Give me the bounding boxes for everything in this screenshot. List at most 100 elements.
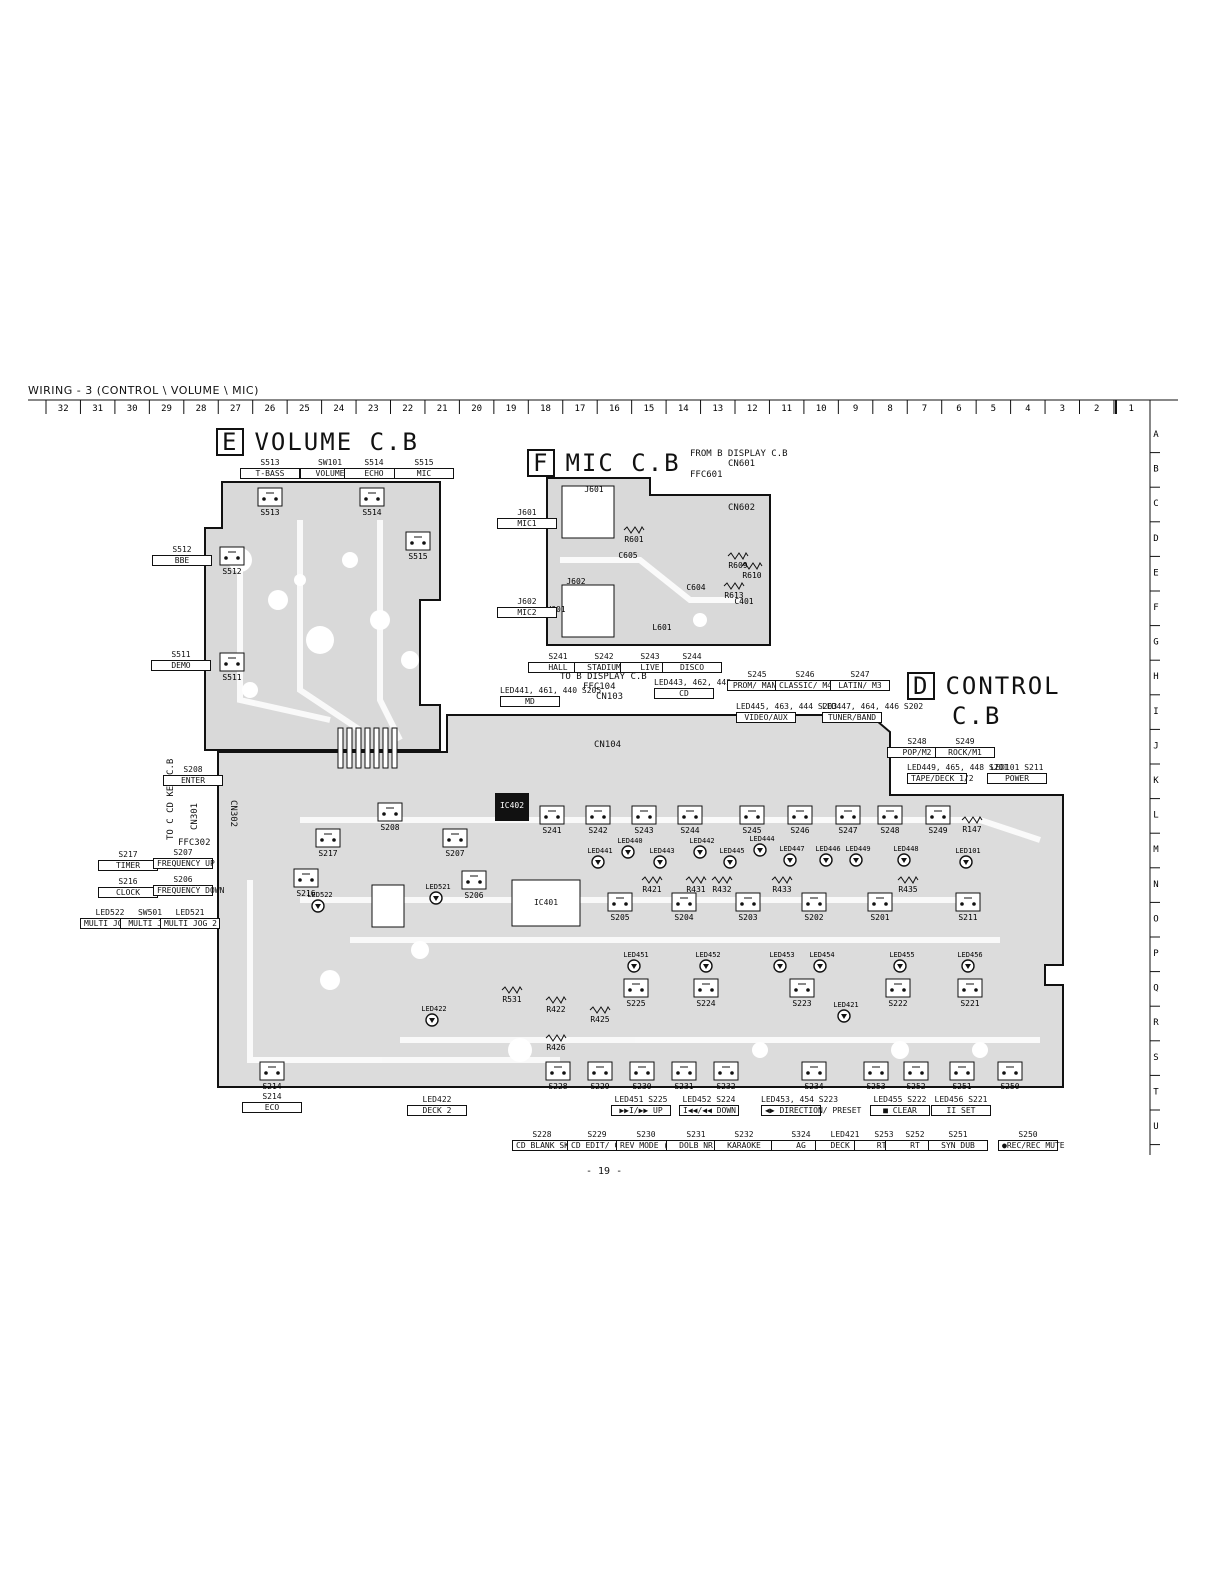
switch-ref-text: S251 xyxy=(948,1130,968,1139)
switch-ref-text: S253 xyxy=(874,1130,894,1139)
switch-ref: S217 xyxy=(318,849,337,858)
switch-ref-text: S214 xyxy=(262,1092,282,1101)
led-ref: LED446 xyxy=(815,845,840,853)
resistor-ref: R613 xyxy=(724,591,743,600)
switch-ref-text: LED521 xyxy=(175,908,205,917)
switch-ref: S234 xyxy=(804,1082,823,1091)
led-ref: LED454 xyxy=(809,951,834,959)
switch-s243 xyxy=(631,805,657,825)
switch-ref-text: J602 xyxy=(517,597,537,606)
cn302-label: CN302 xyxy=(228,800,238,828)
switch-ref: S203 xyxy=(738,913,757,922)
resistor-ref: R435 xyxy=(898,885,917,894)
grid-column-label: 3 xyxy=(1060,404,1065,414)
grid-row-label: S xyxy=(1153,1053,1158,1063)
switch-ref: S243 xyxy=(634,826,653,835)
switch-ref-text: LED422 xyxy=(422,1095,452,1104)
led-led443 xyxy=(653,855,667,869)
switch-s514 xyxy=(359,487,385,507)
switch-s216 xyxy=(293,868,319,888)
grid-column-label: 1 xyxy=(1128,404,1133,414)
switch-s511 xyxy=(219,652,245,672)
switch-function-text: DEMO xyxy=(151,660,211,671)
switch-ref: S513 xyxy=(260,508,279,517)
grid-column-label: 7 xyxy=(922,404,927,414)
switch-s225 xyxy=(623,978,649,998)
switch-s245 xyxy=(739,805,765,825)
led-ref: LED441 xyxy=(587,847,612,855)
switch-ref: S202 xyxy=(804,913,823,922)
grid-row-label: N xyxy=(1153,880,1158,890)
control-board-name-1: CONTROL xyxy=(945,672,1061,700)
mic-board-letter: F xyxy=(527,449,556,477)
grid-row-label: F xyxy=(1153,603,1158,613)
led-led447 xyxy=(783,853,797,867)
switch-ref-text: LED456 S221 xyxy=(934,1095,988,1104)
switch-s253 xyxy=(863,1061,889,1081)
switch-ref-text: LED522 xyxy=(95,908,125,917)
switch-ref-text: S248 xyxy=(907,737,927,746)
switch-function-text: ECO xyxy=(242,1102,302,1113)
switch-function-text: ■ CLEAR xyxy=(870,1105,930,1116)
switch-ref: S221 xyxy=(960,999,979,1008)
led-led101 xyxy=(959,855,973,869)
resistor-r421 xyxy=(641,876,663,884)
led-led522 xyxy=(311,899,325,913)
resistor-r613 xyxy=(723,582,745,590)
grid-column-label: 13 xyxy=(712,404,723,414)
led-led444 xyxy=(753,843,767,857)
led-led421 xyxy=(837,1009,851,1023)
switch-ref: S204 xyxy=(674,913,693,922)
switch-s211 xyxy=(955,892,981,912)
grid-column-label: 12 xyxy=(747,404,758,414)
resistor-ref: R531 xyxy=(502,995,521,1004)
switch-ref-text: S232 xyxy=(734,1130,754,1139)
volume-board-name: VOLUME C.B xyxy=(254,428,419,456)
switch-ref: S241 xyxy=(542,826,561,835)
switch-ref-text: S206 xyxy=(173,875,193,884)
cn602-label: CN602 xyxy=(728,503,756,513)
switch-ref-text: SW501 xyxy=(137,908,163,917)
page-number: - 19 - xyxy=(586,1166,623,1177)
switch-ref: S222 xyxy=(888,999,907,1008)
cn104-label: CN104 xyxy=(594,740,622,750)
grid-column-label: 23 xyxy=(368,404,379,414)
switch-ref-text: LED455 S222 xyxy=(873,1095,927,1104)
switch-ref: S251 xyxy=(952,1082,971,1091)
ffc302-label: FFC302 xyxy=(178,838,211,848)
switch-ref-text: S249 xyxy=(955,737,975,746)
switch-ref: S201 xyxy=(870,913,889,922)
grid-column-label: 29 xyxy=(161,404,172,414)
switch-ref-text: S228 xyxy=(532,1130,552,1139)
switch-s229 xyxy=(587,1061,613,1081)
led-led442 xyxy=(693,845,707,859)
switch-function-label: S250●REC/REC MUTE xyxy=(998,1130,1065,1151)
switch-function-label: LED453, 454 S223◀▶ DIRECTION/ PRESET xyxy=(761,1095,861,1116)
switch-s249 xyxy=(925,805,951,825)
grid-column-label: 10 xyxy=(816,404,827,414)
resistor-ref: R147 xyxy=(962,825,981,834)
grid-column-label: 5 xyxy=(991,404,996,414)
switch-ref-text: LED101 S211 xyxy=(990,763,1044,772)
switch-function-text: MIC2 xyxy=(497,607,557,618)
resistor-r435 xyxy=(897,876,919,884)
switch-s224 xyxy=(693,978,719,998)
switch-function-text: DISCO xyxy=(662,662,722,673)
switch-ref-text: S513 xyxy=(260,458,280,467)
switch-s201 xyxy=(867,892,893,912)
switch-ref-text: J601 xyxy=(517,508,537,517)
led-ref: LED456 xyxy=(957,951,982,959)
